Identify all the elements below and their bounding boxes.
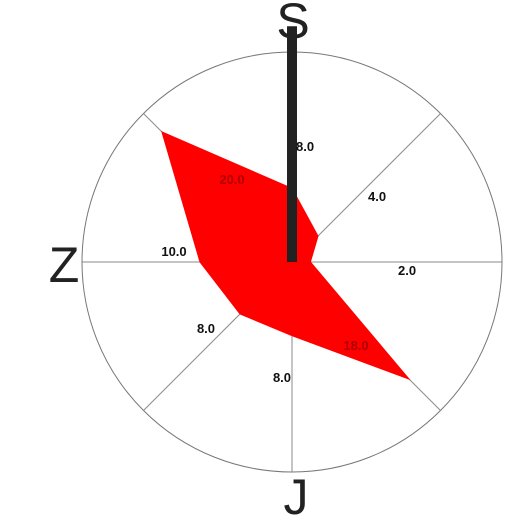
value-label-7: 20.0 (219, 172, 244, 187)
value-label-4: 8.0 (273, 370, 291, 385)
area-group (161, 131, 411, 381)
labels-group: 8.0 4.0 2.0 18.0 8.0 8.0 10.0 20.0 (161, 139, 416, 385)
value-label-1: 4.0 (368, 189, 386, 204)
value-label-0: 8.0 (296, 139, 314, 154)
south-direction-label: J (284, 469, 309, 520)
value-label-3: 18.0 (343, 338, 368, 353)
west-direction-label: Z (49, 237, 80, 293)
value-label-6: 10.0 (161, 244, 186, 259)
value-label-2: 2.0 (398, 263, 416, 278)
radar-area-polygon (161, 131, 411, 381)
value-label-5: 8.0 (197, 321, 215, 336)
north-direction-label: S (276, 0, 309, 49)
